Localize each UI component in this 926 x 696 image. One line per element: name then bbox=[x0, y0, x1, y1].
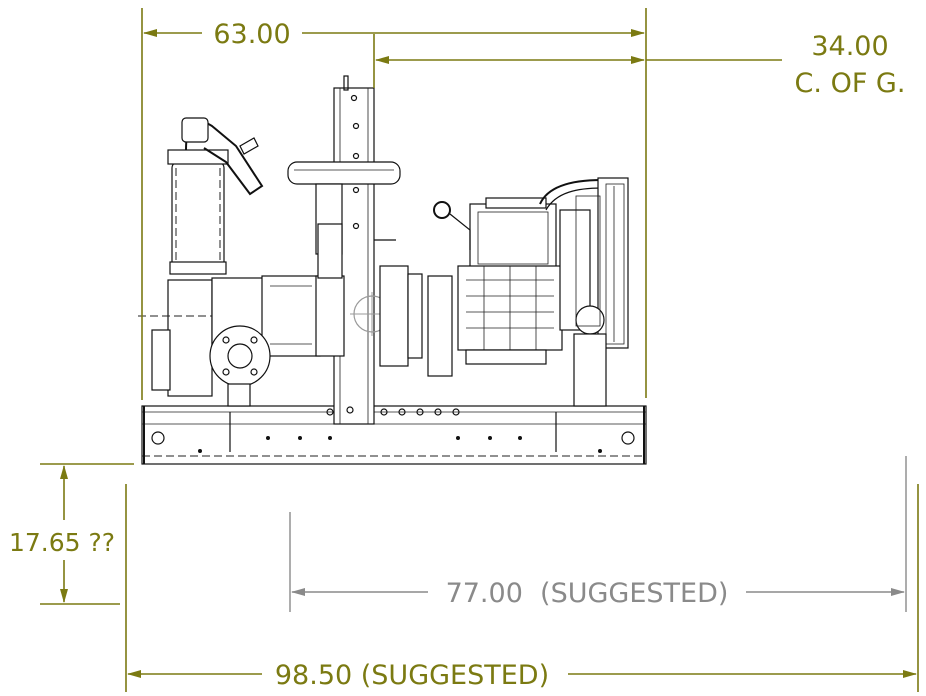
dimension-77-label: 77.00 (SUGGESTED) bbox=[446, 578, 729, 609]
dimension-34-label: 34.00 bbox=[811, 31, 888, 62]
diesel-engine bbox=[433, 197, 591, 365]
dimension-cog-34: 34.00 C. OF G. bbox=[375, 31, 906, 99]
extension-lines bbox=[40, 8, 919, 692]
dimension-985-label: 98.50 (SUGGESTED) bbox=[275, 660, 549, 691]
dimension-985-suggested: 98.50 (SUGGESTED) bbox=[127, 660, 917, 691]
lifting-column bbox=[333, 75, 394, 425]
cog-label: C. OF G. bbox=[795, 68, 906, 99]
dimension-1765-label: 17.65 ?? bbox=[9, 528, 115, 557]
dimension-63-label: 63.00 bbox=[213, 19, 290, 50]
pump-unit-drawing bbox=[138, 75, 647, 465]
coupling-housing bbox=[374, 239, 453, 377]
priming-pump-assembly bbox=[138, 117, 345, 407]
dimension-77-suggested: 77.00 (SUGGESTED) bbox=[291, 578, 905, 609]
dimension-63: 63.00 bbox=[143, 19, 645, 50]
radiator bbox=[539, 177, 629, 407]
dimension-1765: 17.65 ?? bbox=[9, 465, 115, 603]
base-skid bbox=[141, 405, 647, 465]
handwheel bbox=[287, 161, 401, 279]
